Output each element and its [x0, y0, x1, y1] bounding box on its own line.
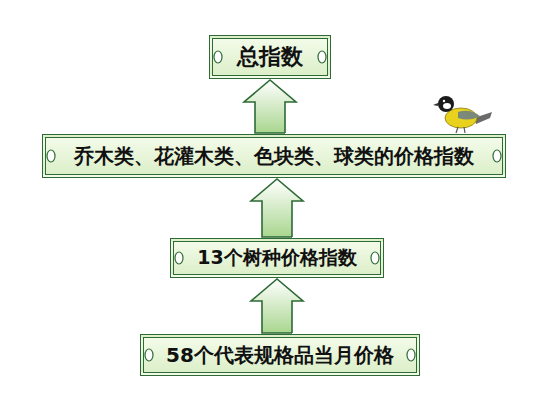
process-box: 乔木类、花灌木类、色块类、球类的价格指数 — [42, 134, 506, 178]
scroll-end — [318, 51, 326, 63]
scroll-end — [407, 349, 415, 361]
block-arrow — [251, 179, 303, 237]
scroll-end — [493, 150, 501, 162]
box-label: 13个树种价格指数 — [197, 245, 356, 271]
scroll-end — [145, 349, 153, 361]
bird-eye — [443, 100, 445, 102]
process-box: 13个树种价格指数 — [170, 238, 384, 278]
bird-head — [438, 96, 454, 112]
scroll-end — [214, 51, 222, 63]
block-arrow — [251, 279, 303, 333]
process-box: 总指数 — [209, 35, 331, 79]
scroll-end — [47, 150, 55, 162]
box-label: 乔木类、花灌木类、色块类、球类的价格指数 — [74, 143, 474, 170]
block-arrow — [244, 80, 296, 133]
box-label: 总指数 — [237, 42, 303, 72]
bird-cheek — [443, 103, 451, 109]
scroll-end — [175, 252, 183, 264]
bird-wing — [458, 111, 480, 120]
bird-legs — [456, 127, 465, 133]
scroll-end — [371, 252, 379, 264]
bird-beak — [433, 103, 438, 106]
process-box: 58个代表规格品当月价格 — [140, 334, 420, 376]
box-label: 58个代表规格品当月价格 — [166, 342, 394, 369]
